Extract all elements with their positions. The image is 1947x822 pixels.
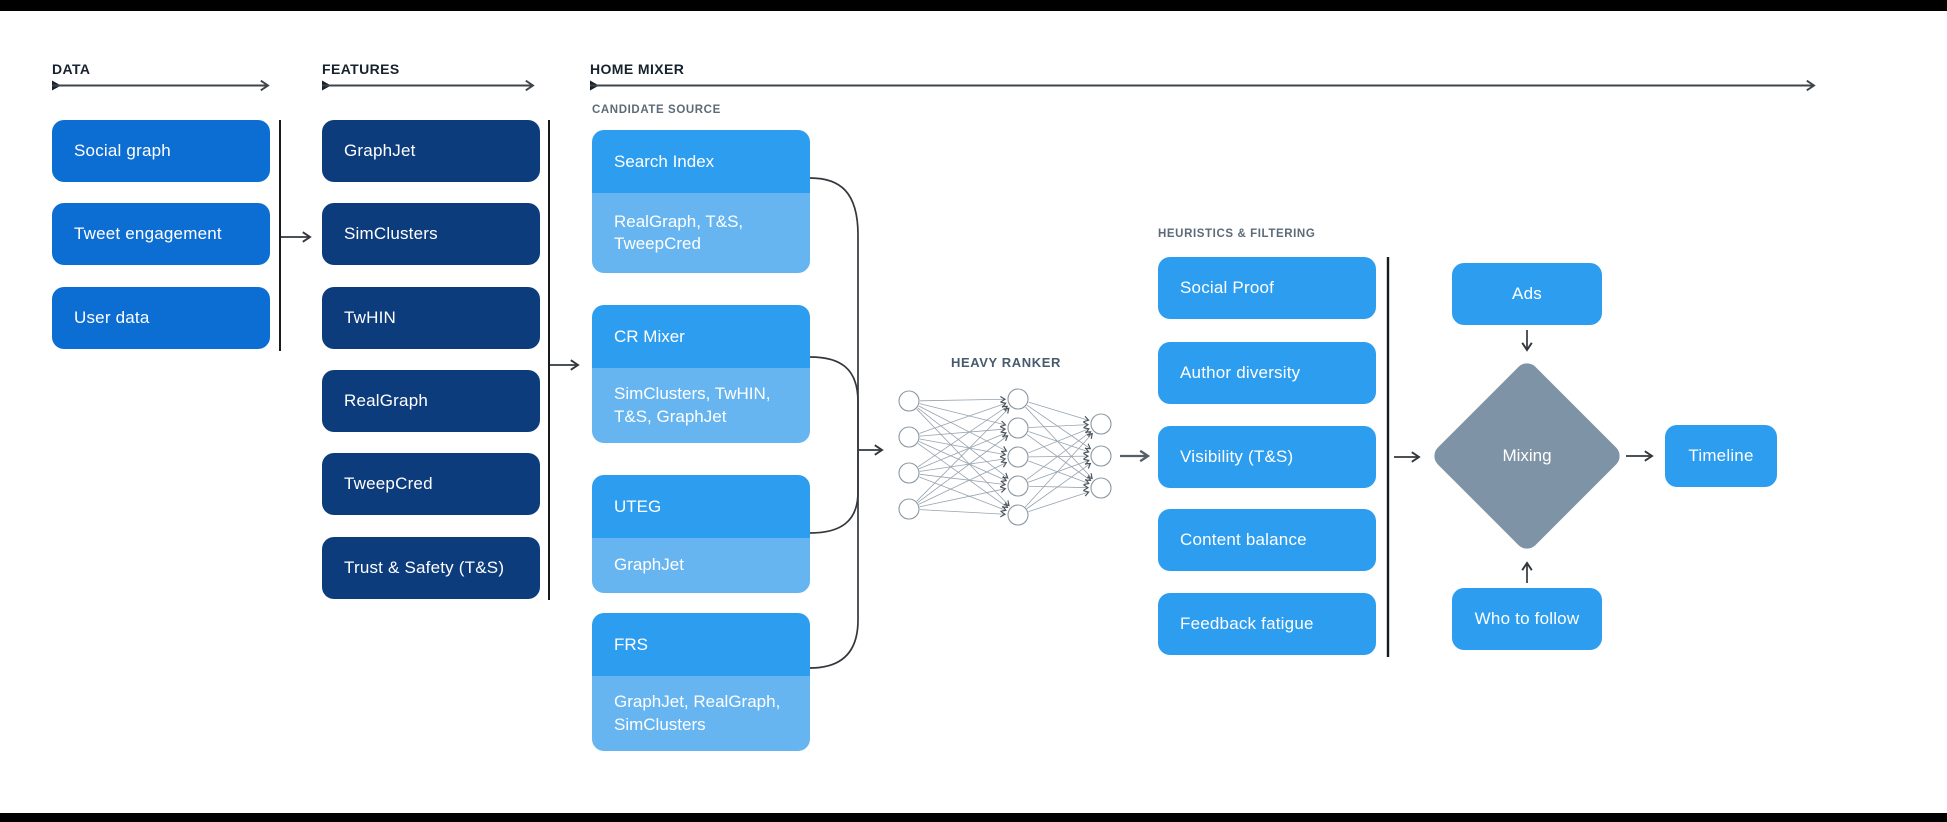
features-to-homemixer-connector bbox=[548, 120, 580, 600]
data-node-social-graph: Social graph bbox=[52, 120, 270, 182]
bottom-letterbox-bar bbox=[0, 813, 1947, 822]
feature-node-realgraph: RealGraph bbox=[322, 370, 540, 432]
feature-node-simclusters: SimClusters bbox=[322, 203, 540, 265]
heuristic-node-feedback-fatigue: Feedback fatigue bbox=[1158, 593, 1376, 655]
data-to-features-connector bbox=[279, 120, 312, 351]
data-node-user-data: User data bbox=[52, 287, 270, 349]
feature-node-tweepcred: TweepCred bbox=[322, 453, 540, 515]
heuristic-node-social-proof: Social Proof bbox=[1158, 257, 1376, 319]
heuristic-node-author-diversity: Author diversity bbox=[1158, 342, 1376, 404]
mixing-label: Mixing bbox=[1502, 446, 1552, 465]
top-letterbox-bar bbox=[0, 0, 1947, 11]
section-label-features: FEATURES bbox=[322, 61, 400, 77]
timeline-node: Timeline bbox=[1665, 425, 1777, 487]
who-to-follow-node: Who to follow bbox=[1452, 588, 1602, 650]
section-label-data: DATA bbox=[52, 61, 91, 77]
candidate-inputs-cr-mixer: SimClusters, TwHIN, T&S, GraphJet bbox=[592, 368, 810, 443]
candidate-merge-curves bbox=[809, 177, 884, 669]
heuristics-to-mixing-connector bbox=[1386, 257, 1421, 657]
candidate-node-cr-mixer: CR Mixer bbox=[592, 305, 810, 368]
candidate-group-uteg: UTEG GraphJet bbox=[592, 475, 810, 593]
feature-node-twhin: TwHIN bbox=[322, 287, 540, 349]
heuristics-label: HEURISTICS & FILTERING bbox=[1158, 228, 1316, 240]
data-node-tweet-engagement: Tweet engagement bbox=[52, 203, 270, 265]
candidate-node-uteg: UTEG bbox=[592, 475, 810, 538]
feature-node-trust-safety: Trust & Safety (T&S) bbox=[322, 537, 540, 599]
data-header-arrow bbox=[52, 79, 270, 92]
home-mixer-header-arrow bbox=[590, 79, 1816, 92]
candidate-inputs-frs: GraphJet, RealGraph, SimClusters bbox=[592, 676, 810, 751]
ads-node: Ads bbox=[1452, 263, 1602, 325]
heuristic-node-visibility: Visibility (T&S) bbox=[1158, 426, 1376, 488]
candidate-inputs-uteg: GraphJet bbox=[592, 538, 810, 593]
mixing-diamond: Mixing bbox=[1429, 358, 1625, 554]
candidate-group-cr-mixer: CR Mixer SimClusters, TwHIN, T&S, GraphJ… bbox=[592, 305, 810, 443]
candidate-node-frs: FRS bbox=[592, 613, 810, 676]
feature-node-graphjet: GraphJet bbox=[322, 120, 540, 182]
candidate-node-search-index: Search Index bbox=[592, 130, 810, 193]
heavy-ranker-label: HEAVY RANKER bbox=[950, 355, 1061, 370]
candidate-source-label: CANDIDATE SOURCE bbox=[592, 104, 721, 116]
heavy-ranker-network bbox=[898, 388, 1112, 526]
heuristic-node-content-balance: Content balance bbox=[1158, 509, 1376, 571]
candidate-group-search-index: Search Index RealGraph, T&S, TweepCred bbox=[592, 130, 810, 273]
candidate-inputs-search-index: RealGraph, T&S, TweepCred bbox=[592, 193, 810, 273]
candidate-group-frs: FRS GraphJet, RealGraph, SimClusters bbox=[592, 613, 810, 751]
section-label-home-mixer: HOME MIXER bbox=[590, 61, 685, 77]
features-header-arrow bbox=[322, 79, 535, 92]
